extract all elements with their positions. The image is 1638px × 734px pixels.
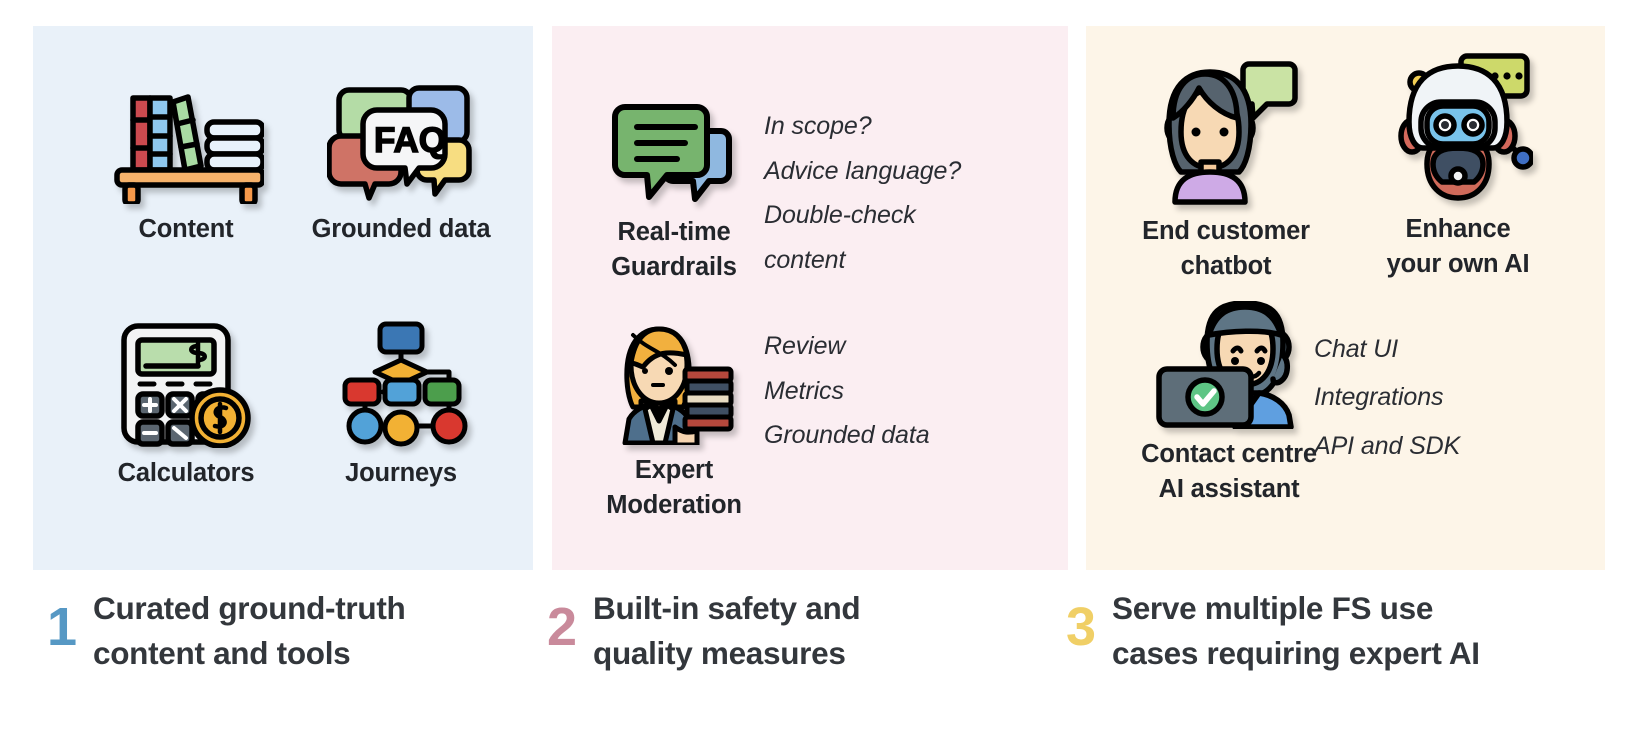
item-label: Journeys (345, 459, 457, 487)
note-line: API and SDK (1314, 431, 1461, 460)
note-line: Integrations (1314, 383, 1444, 412)
caption-number: 2 (547, 597, 578, 657)
note-line: Double-check content (764, 201, 916, 274)
expert-woman-books-icon (622, 326, 734, 445)
chat-bubbles-icon (612, 104, 732, 202)
svg-text:FAQ: FAQ (374, 121, 446, 160)
item-label: Enhance your own AI (1386, 215, 1530, 278)
caption-text: Curated ground-truth content and tools (93, 590, 406, 671)
item-label: Real-time Guardrails (611, 218, 737, 281)
item-label: Contact centre AI assistant (1141, 440, 1317, 503)
caption-3: 3 Serve multiple FS use cases requiring … (1066, 586, 1626, 675)
customer-avatar-chat-icon (1164, 61, 1298, 205)
item-label: Expert Moderation (606, 456, 742, 519)
item-label: End customer chatbot (1142, 217, 1310, 280)
note-line: Advice language? (764, 156, 962, 185)
note-line: Chat UI (1314, 335, 1399, 363)
agent-laptop-icon (1156, 301, 1294, 429)
notes-guardrails: In scope? Advice language? Double-check … (764, 104, 1044, 282)
panel-curated-ground-truth: Content FAQ Grounded data (33, 26, 533, 570)
item-journeys[interactable]: Journeys (276, 314, 526, 491)
caption-1: 1 Curated ground-truth content and tools (47, 586, 547, 675)
flowchart-icon (342, 321, 468, 447)
item-expert-moderation[interactable]: Expert Moderation (569, 323, 779, 522)
caption-2: 2 Built-in safety and quality measures (547, 586, 1057, 675)
note-line: In scope? (764, 112, 872, 140)
item-label: Calculators (117, 459, 255, 487)
calculator-coin-icon (121, 323, 251, 448)
bookshelf-icon (113, 94, 264, 204)
robot-chat-icon (1398, 53, 1533, 201)
notes-channels: Chat UI Integrations API and SDK (1314, 325, 1594, 470)
item-grounded-data[interactable]: FAQ Grounded data (276, 78, 526, 247)
note-line: Metrics (764, 376, 844, 405)
item-realtime-guardrails[interactable]: Real-time Guardrails (569, 101, 779, 284)
note-line: Review (764, 332, 846, 360)
item-label: Grounded data (311, 215, 491, 243)
note-line: Grounded data (764, 421, 930, 449)
panel-built-in-safety: Real-time Guardrails In scope? Advice la… (552, 26, 1068, 570)
caption-text: Built-in safety and quality measures (593, 590, 861, 671)
faq-speech-bubbles-icon: FAQ (327, 85, 472, 201)
item-label: Content (138, 215, 234, 243)
item-calculators[interactable]: Calculators (61, 320, 311, 491)
item-content[interactable]: Content (61, 84, 311, 247)
notes-moderation: Review Metrics Grounded data (764, 324, 1054, 458)
item-enhance-your-ai[interactable]: Enhance your own AI (1333, 52, 1583, 281)
caption-number: 3 (1066, 597, 1097, 657)
item-end-customer-chatbot[interactable]: End customer chatbot (1106, 58, 1346, 283)
caption-text: Serve multiple FS use cases requiring ex… (1112, 590, 1480, 671)
item-contact-centre-assistant[interactable]: Contact centre AI assistant (1099, 301, 1359, 506)
panel-serve-use-cases: End customer chatbot (1086, 26, 1605, 570)
caption-number: 1 (47, 597, 78, 657)
